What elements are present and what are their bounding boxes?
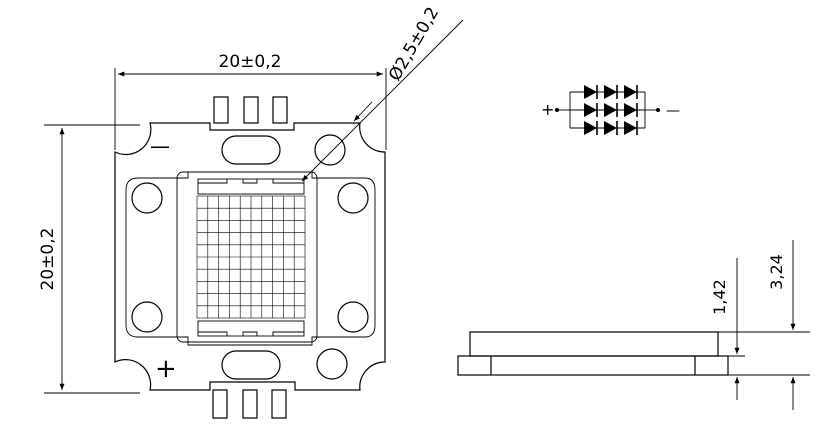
height-label: 20±0,2: [38, 228, 58, 291]
bottom-pins: [212, 389, 287, 419]
mounting-hole-right-upper: [337, 182, 369, 214]
mounting-hole-right-lower: [337, 301, 369, 333]
top-slot: [221, 135, 281, 165]
diode-icon: [604, 103, 617, 117]
mounting-hole-left-lower: [131, 301, 163, 333]
width-label: 20±0,2: [219, 52, 282, 72]
top-electrode: [197, 178, 305, 195]
hole-diameter-label: Ø2,5±0,2: [385, 4, 443, 85]
diode-icon: [604, 121, 617, 135]
front-view: — +: [114, 96, 386, 419]
diode-icon: [624, 85, 637, 99]
diode-icon: [604, 85, 617, 99]
mounting-hole-bottom-right: [316, 348, 348, 380]
diode-icon: [584, 85, 597, 99]
diode-icon: [584, 103, 597, 117]
diode-icon: [624, 121, 637, 135]
top-pins: [213, 96, 288, 124]
polarity-negative: —: [150, 134, 170, 158]
lens-layer: [469, 331, 719, 357]
thickness-2-label: 3,24: [767, 254, 786, 290]
thickness-1-label: 1,42: [710, 279, 729, 315]
led-schematic: + —: [541, 85, 680, 135]
base-plate: [457, 355, 729, 376]
height-dimension: 20±0,2: [38, 124, 140, 394]
thickness-dimensions: 1,42 3,24: [710, 240, 810, 410]
schematic-negative: —: [666, 103, 680, 119]
width-dimension: 20±0,2: [114, 52, 387, 150]
schematic-positive: +: [541, 100, 554, 119]
bottom-slot: [221, 350, 281, 380]
diode-icon: [624, 103, 637, 117]
polarity-positive: +: [155, 354, 177, 384]
board-outline: [114, 122, 386, 391]
mounting-hole-top-right: [314, 134, 346, 166]
die-frame: [176, 171, 318, 343]
mounting-hole-left-upper: [131, 182, 163, 214]
side-view: [457, 331, 729, 376]
diode-icon: [584, 121, 597, 135]
hole-diameter-dimension: Ø2,5±0,2: [301, 4, 464, 182]
inner-outline: [125, 171, 376, 346]
bottom-electrode: [197, 320, 305, 337]
led-chip-grid: [196, 195, 306, 319]
